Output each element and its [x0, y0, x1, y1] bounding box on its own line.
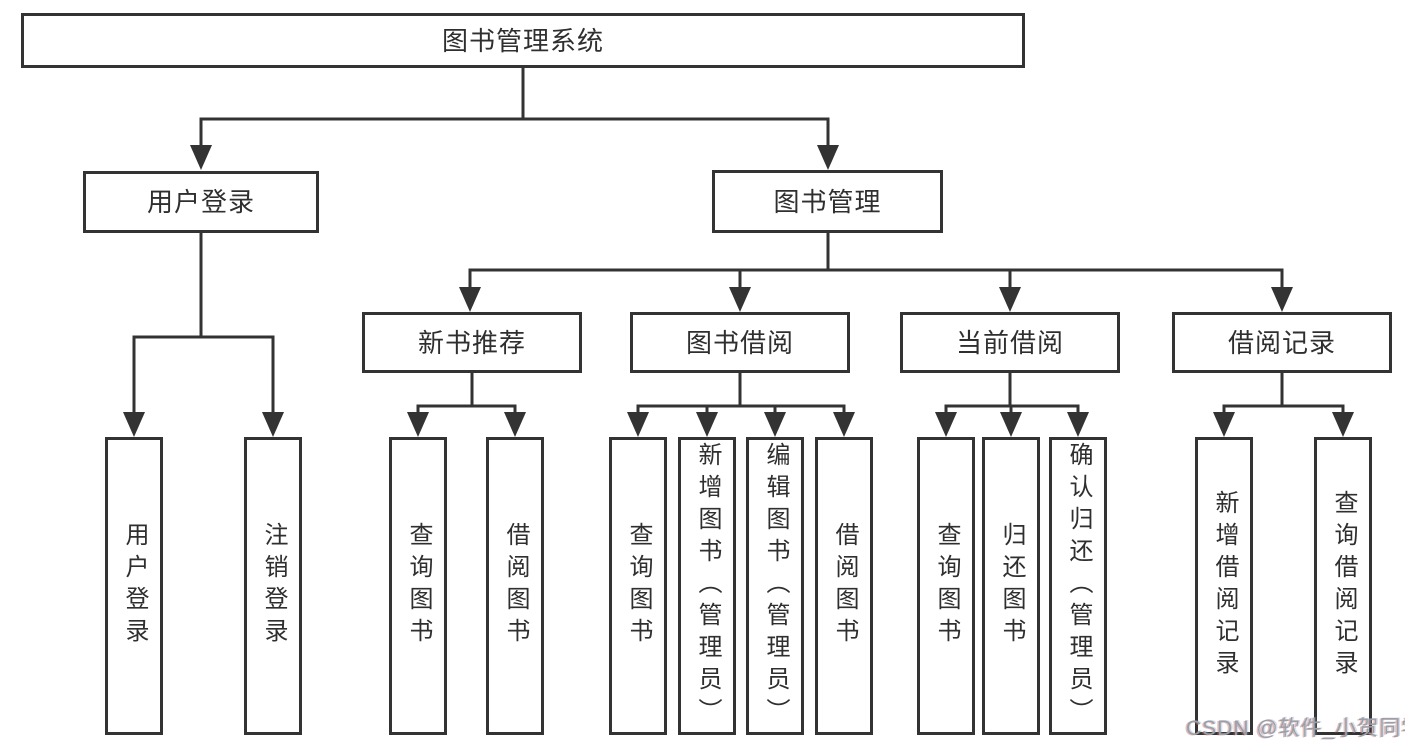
leaf-label: 新增图书（管理员） [694, 442, 721, 730]
leaf-cb-confirm-return-admin: 确认归还（管理员） [1049, 437, 1107, 735]
node-user-login: 用户登录 [83, 171, 319, 233]
node-label: 新书推荐 [417, 327, 526, 358]
arrowhead [1000, 412, 1022, 437]
leaf-label: 用户登录 [121, 522, 148, 650]
arrowhead [504, 412, 526, 437]
leaf-label: 确认归还（管理员） [1065, 442, 1092, 730]
arrowhead [1271, 287, 1293, 312]
arrowhead [696, 412, 718, 437]
leaf-label: 借阅图书 [831, 522, 858, 650]
leaf-bb-query-book: 查询图书 [609, 437, 667, 735]
node-library-management-system: 图书管理系统 [21, 13, 1025, 68]
node-label: 用户登录 [146, 187, 255, 217]
leaf-user-login: 用户登录 [105, 437, 163, 735]
arrowhead [764, 412, 786, 437]
node-label: 图书借阅 [685, 327, 794, 358]
node-label: 当前借阅 [955, 327, 1064, 358]
node-label: 图书管理系统 [441, 25, 604, 56]
leaf-bb-add-book-admin: 新增图书（管理员） [678, 437, 736, 735]
arrowhead [1067, 412, 1089, 437]
arrowhead [833, 412, 855, 437]
leaf-label: 查询图书 [933, 522, 960, 650]
leaf-label: 注销登录 [260, 522, 287, 650]
leaf-br-query-record: 查询借阅记录 [1314, 437, 1372, 735]
arrowhead [999, 287, 1021, 312]
leaf-cb-return-book: 归还图书 [982, 437, 1040, 735]
node-book-management: 图书管理 [712, 170, 943, 233]
arrowhead [262, 412, 284, 437]
arrowhead [729, 287, 751, 312]
node-current-borrow: 当前借阅 [900, 312, 1120, 373]
arrowhead [1332, 412, 1354, 437]
arrowhead [817, 145, 839, 170]
leaf-nb-borrow-book: 借阅图书 [486, 437, 544, 735]
leaf-label: 查询图书 [405, 522, 432, 650]
node-new-book-recommend: 新书推荐 [362, 312, 582, 373]
leaf-bb-borrow-book: 借阅图书 [815, 437, 873, 735]
leaf-label: 编辑图书（管理员） [762, 442, 789, 730]
leaf-bb-edit-book-admin: 编辑图书（管理员） [746, 437, 804, 735]
node-borrow-records: 借阅记录 [1172, 312, 1392, 373]
leaf-label: 查询图书 [625, 522, 652, 650]
arrowhead [123, 412, 145, 437]
node-label: 借阅记录 [1227, 327, 1336, 358]
leaf-label: 借阅图书 [502, 522, 529, 650]
node-label: 图书管理 [773, 186, 882, 217]
leaf-label: 新增借阅记录 [1211, 490, 1238, 682]
arrowhead [407, 412, 429, 437]
leaf-label: 查询借阅记录 [1330, 490, 1357, 682]
arrowhead [459, 287, 481, 312]
arrowhead [935, 412, 957, 437]
leaf-logout-login: 注销登录 [244, 437, 302, 735]
leaf-label: 归还图书 [998, 522, 1025, 650]
node-book-borrow: 图书借阅 [630, 312, 850, 373]
leaf-br-add-record: 新增借阅记录 [1195, 437, 1253, 735]
leaf-cb-query-book: 查询图书 [917, 437, 975, 735]
arrowhead [627, 412, 649, 437]
arrowhead [1213, 412, 1235, 437]
leaf-nb-query-book: 查询图书 [389, 437, 447, 735]
arrowhead [190, 145, 212, 170]
watermark: CSDN @软件_小贺同学 [1186, 717, 1405, 740]
